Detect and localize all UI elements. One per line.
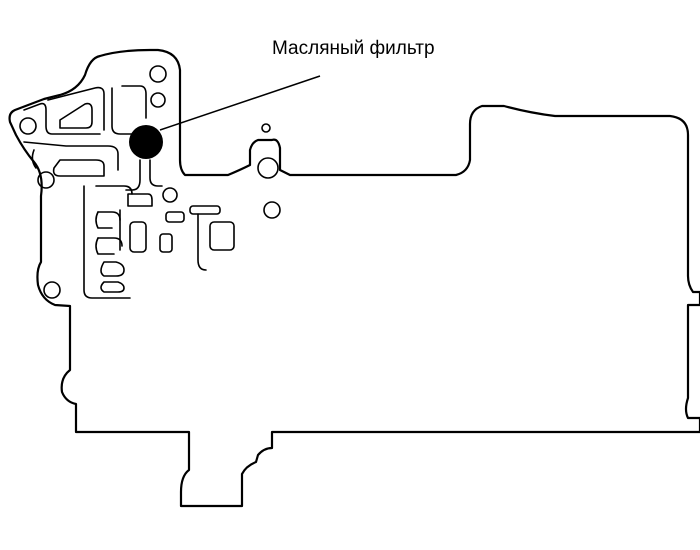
port-opening	[129, 221, 147, 253]
bolt-hole	[162, 187, 178, 203]
oil-filter-marker	[129, 125, 163, 159]
bolt-hole	[263, 201, 281, 219]
bolt-hole	[257, 157, 279, 179]
bolt-hole	[37, 171, 55, 189]
oil-passage	[59, 102, 93, 129]
bolt-hole	[261, 123, 271, 133]
oil-passage	[100, 261, 125, 277]
oil-passage	[83, 185, 131, 299]
oil-passage	[23, 141, 119, 171]
oil-passage	[52, 159, 105, 177]
oil-passage	[125, 159, 141, 191]
oil-passage	[95, 211, 113, 229]
port-opening	[189, 205, 221, 215]
bolt-hole	[150, 92, 166, 108]
oil-passage	[31, 149, 37, 169]
port-opening	[165, 211, 185, 223]
oil-passage	[47, 86, 105, 131]
oil-passage	[97, 237, 123, 247]
oil-filter-label: Масляный фильтр	[272, 38, 435, 59]
oil-passage	[127, 193, 153, 207]
port-opening	[209, 221, 235, 251]
oil-passage	[95, 237, 115, 255]
oil-passage	[100, 281, 125, 293]
port-opening	[159, 233, 173, 253]
oil-passage	[97, 211, 121, 221]
oil-passage	[197, 213, 207, 271]
oil-passage	[121, 85, 147, 119]
bolt-hole	[19, 117, 37, 135]
gasket-outline	[8, 48, 700, 508]
bolt-hole	[149, 65, 167, 83]
oil-passage	[149, 159, 163, 187]
callout-leader-line	[159, 75, 321, 131]
oil-passage	[95, 185, 133, 195]
oil-passage	[111, 87, 133, 135]
oil-passage	[23, 102, 101, 135]
bolt-hole	[43, 281, 61, 299]
